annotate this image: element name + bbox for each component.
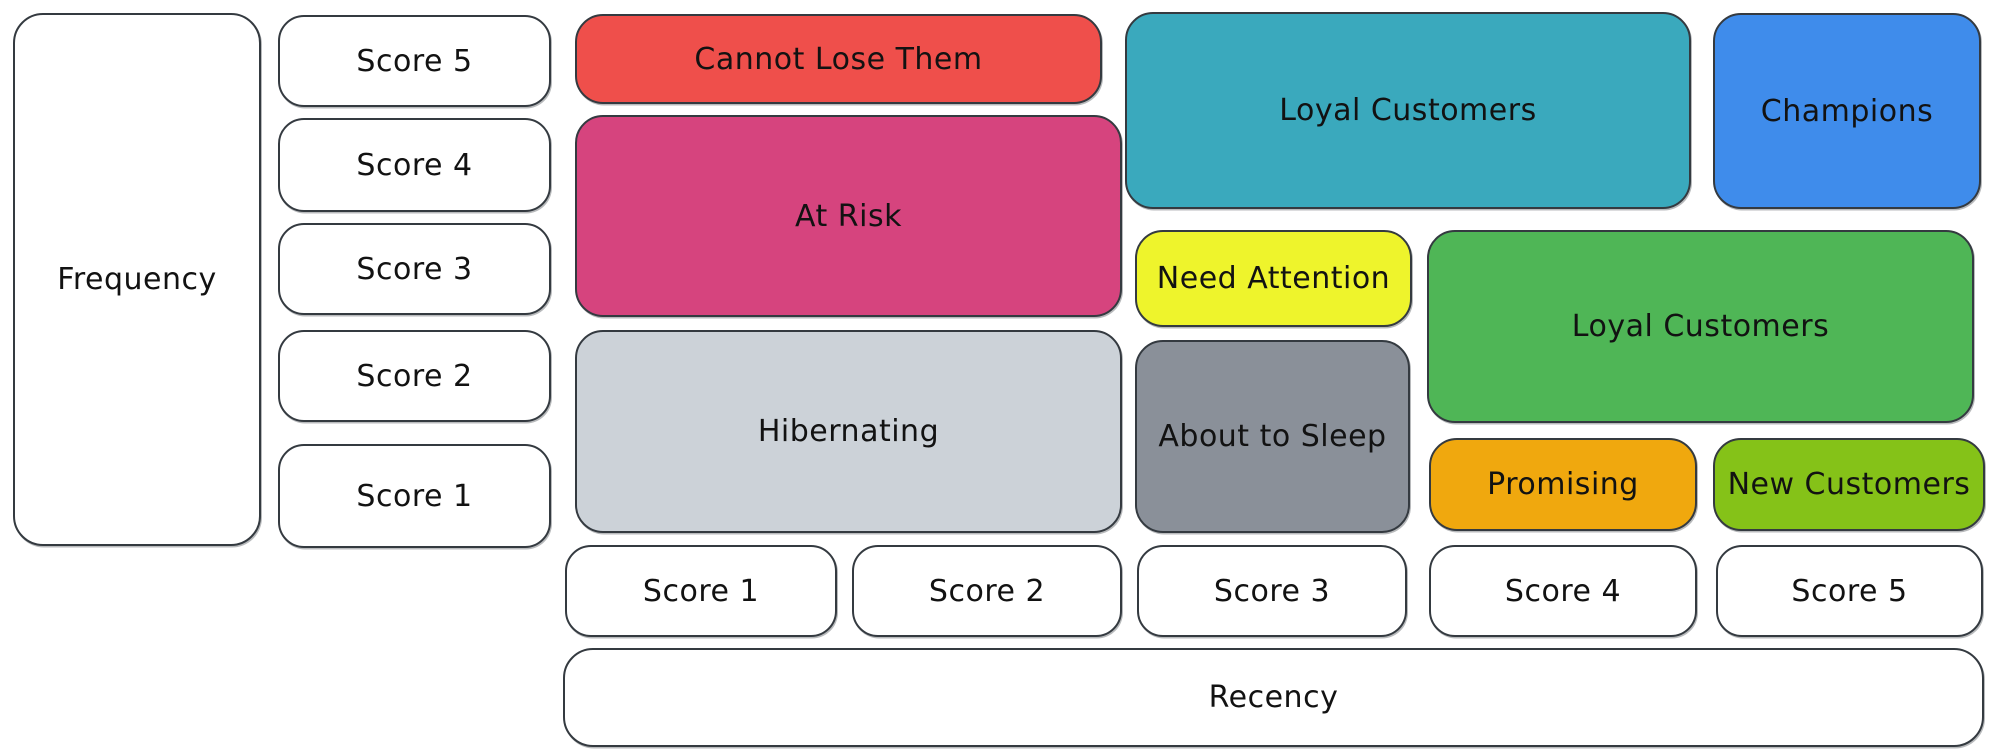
- segment-hibernating-text: Hibernating: [757, 414, 940, 449]
- frequency-score-1: Score 1: [278, 444, 551, 548]
- recency-score-4-text: Score 4: [1504, 573, 1622, 609]
- segment-loyal-customers-right: Loyal Customers: [1427, 230, 1974, 423]
- segment-hibernating: Hibernating: [575, 330, 1122, 533]
- segment-loyal-customers-right-text: Loyal Customers: [1571, 309, 1830, 344]
- recency-score-5-text: Score 5: [1791, 573, 1908, 609]
- frequency-score-4: Score 4: [278, 118, 551, 212]
- segment-need-attention: Need Attention: [1135, 230, 1412, 327]
- frequency-score-1-text: Score 1: [356, 478, 473, 514]
- frequency-score-3-text: Score 3: [356, 251, 473, 287]
- frequency-score-3: Score 3: [278, 223, 551, 315]
- segment-cannot-lose-them-text: Cannot Lose Them: [694, 41, 983, 77]
- frequency-axis-text: Frequency: [57, 262, 217, 297]
- segment-loyal-customers-top-text: Loyal Customers: [1279, 93, 1537, 128]
- recency-axis-label: Recency: [563, 648, 1984, 747]
- segment-new-customers: New Customers: [1713, 438, 1985, 531]
- recency-score-1: Score 1: [565, 545, 837, 637]
- segment-champions: Champions: [1713, 13, 1981, 209]
- recency-score-1-text: Score 1: [642, 573, 760, 609]
- recency-axis-text: Recency: [1208, 680, 1339, 715]
- segment-loyal-customers-top: Loyal Customers: [1125, 12, 1691, 209]
- frequency-score-4-text: Score 4: [356, 147, 473, 183]
- segment-new-customers-text: New Customers: [1727, 467, 1971, 502]
- segment-at-risk-text: At Risk: [795, 198, 902, 234]
- recency-score-3: Score 3: [1137, 545, 1407, 637]
- segment-at-risk: At Risk: [575, 115, 1122, 317]
- recency-score-3-text: Score 3: [1213, 573, 1331, 609]
- segment-need-attention-text: Need Attention: [1156, 261, 1391, 296]
- recency-score-4: Score 4: [1429, 545, 1697, 637]
- recency-score-5: Score 5: [1716, 545, 1983, 637]
- segment-cannot-lose-them: Cannot Lose Them: [575, 14, 1102, 104]
- segment-promising-text: Promising: [1487, 467, 1639, 502]
- segment-champions-text: Champions: [1760, 93, 1934, 129]
- recency-score-2: Score 2: [852, 545, 1122, 637]
- segment-about-to-sleep: About to Sleep: [1135, 340, 1410, 533]
- frequency-score-2: Score 2: [278, 330, 551, 422]
- frequency-axis-label: Frequency: [13, 13, 261, 546]
- frequency-score-5-text: Score 5: [356, 43, 473, 79]
- frequency-score-2-text: Score 2: [356, 358, 473, 394]
- frequency-score-5: Score 5: [278, 15, 551, 107]
- segment-promising: Promising: [1429, 438, 1697, 531]
- recency-score-2-text: Score 2: [928, 573, 1046, 609]
- segment-about-to-sleep-text: About to Sleep: [1158, 419, 1387, 454]
